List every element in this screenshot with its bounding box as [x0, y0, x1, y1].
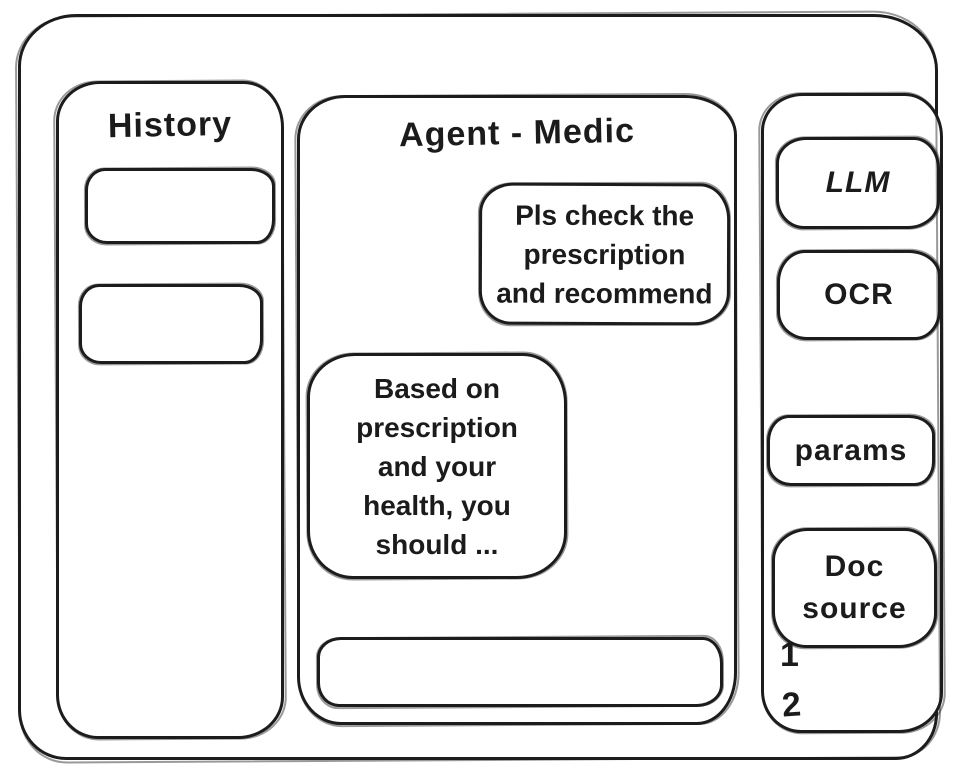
- chat-title: Agent - Medic: [398, 111, 636, 155]
- user-message-bubble: Pls check the prescription and recommend: [478, 182, 731, 326]
- chat-panel: Agent - Medic Pls check the prescription…: [297, 95, 737, 725]
- tools-panel: LLM OCR params Doc source 1 2: [761, 93, 943, 733]
- llm-button[interactable]: LLM: [776, 137, 940, 229]
- history-title: History: [107, 104, 233, 146]
- doc-source-item-1[interactable]: 1: [780, 636, 799, 674]
- app-frame: History Agent - Medic Pls check the pres…: [18, 14, 943, 760]
- params-button[interactable]: params: [767, 415, 935, 486]
- assistant-message-bubble: Based on prescription and your health, y…: [307, 353, 567, 579]
- chat-input-container: [317, 637, 723, 707]
- ocr-button[interactable]: OCR: [777, 250, 941, 340]
- history-item[interactable]: [79, 284, 263, 364]
- doc-source-button[interactable]: Doc source: [772, 528, 937, 648]
- history-item[interactable]: [85, 168, 275, 244]
- history-panel: History: [56, 81, 284, 739]
- chat-input[interactable]: [320, 640, 720, 704]
- doc-source-item-2[interactable]: 2: [780, 685, 803, 725]
